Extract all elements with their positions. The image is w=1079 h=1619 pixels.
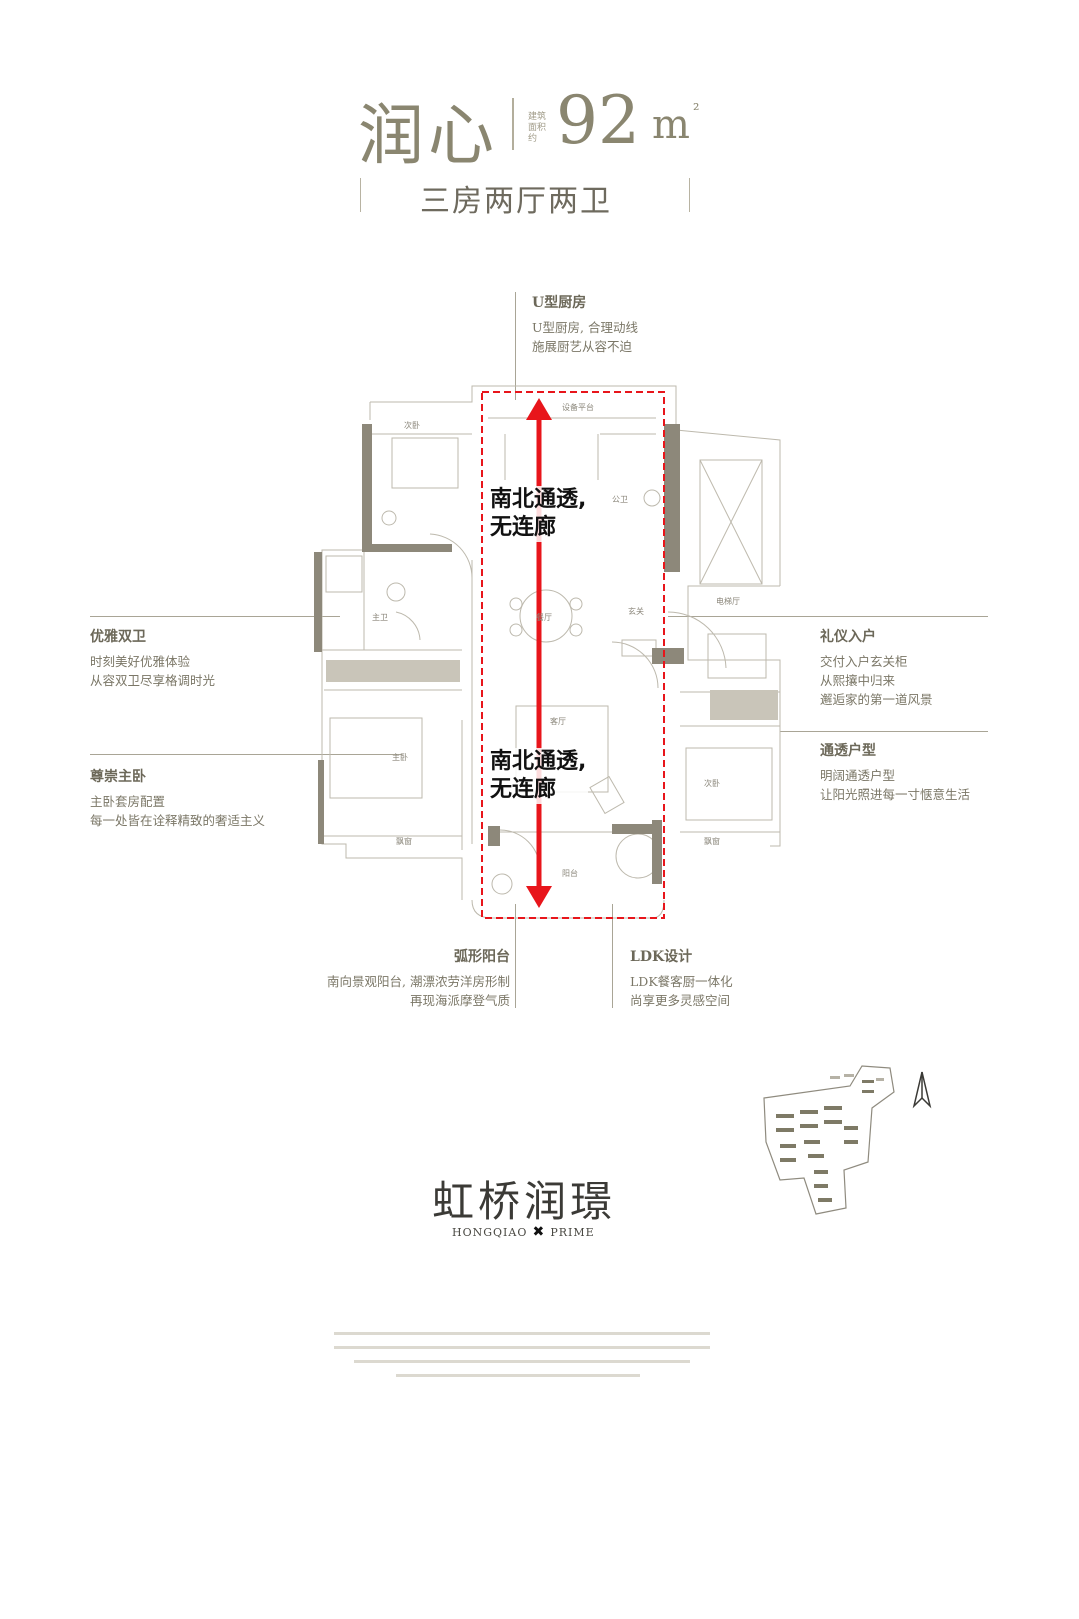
room-label-public-bath: 公卫	[612, 495, 628, 504]
header-separator	[512, 98, 514, 150]
disclaimer-line	[334, 1332, 710, 1335]
room-label-elevator-hall: 电梯厅	[716, 597, 740, 606]
annotation-line: 每一处皆在诠释精致的奢适主义	[90, 813, 266, 828]
unit-name: 润心	[358, 97, 498, 174]
leader-entry	[668, 616, 988, 617]
brand-mark-icon: ✖	[532, 1224, 546, 1240]
annotation-line: 交付入户玄关柜	[820, 654, 908, 669]
annotation-balcony: 弧形阳台 南向景观阳台, 潮漂浓劳洋房形制 再现海派摩登气质	[312, 946, 510, 1010]
room-label-living: 客厅	[550, 717, 566, 726]
disclaimer-line	[396, 1374, 640, 1377]
annotation-entry: 礼仪入户 交付入户玄关柜 从熙攘中归来 邂逅家的第一道风景	[820, 626, 933, 709]
site-plan-icon	[763, 1065, 895, 1215]
annotation-line: 施展厨艺从容不迫	[532, 339, 633, 354]
callout-line: 无连廊	[490, 515, 557, 540]
brand-en-left: HONGQIAO	[452, 1226, 528, 1239]
annotation-ldk: LDK设计 LDK餐客厨一体化 尚享更多灵感空间	[630, 946, 733, 1010]
room-label-equip-platform: 设备平台	[562, 403, 594, 412]
room-label-bay-left: 飘窗	[396, 837, 412, 846]
leader-bath	[90, 616, 340, 617]
annotation-line: 再现海派摩登气质	[409, 993, 510, 1008]
annotation-line: 尚享更多灵感空间	[630, 993, 731, 1008]
compass-north-icon	[912, 1071, 932, 1109]
annotation-line: 明阔通透户型	[820, 768, 896, 783]
room-label-bay-right: 飘窗	[704, 837, 720, 846]
brand-name-en: HONGQIAO ✖ PRIME	[452, 1224, 595, 1240]
brand-en-right: PRIME	[550, 1226, 595, 1239]
annotation-line: 时刻美好优雅体验	[90, 654, 191, 669]
brand-name-cn: 虹桥润璟	[432, 1177, 617, 1226]
leader-kitchen	[515, 292, 516, 400]
area-label: 建筑面积约	[528, 112, 547, 144]
callout-line: 南北通透,	[490, 487, 587, 512]
area-unit-superscript: ²	[693, 100, 700, 119]
leader-ldk	[612, 904, 613, 1008]
room-label-bedroom-top: 次卧	[404, 421, 420, 430]
annotation-title: 通透户型	[820, 743, 876, 759]
annotation-line: 从容双卫尽享格调时光	[90, 673, 216, 688]
annotation-through: 通透户型 明阔通透户型 让阳光照进每一寸惬意生活	[820, 740, 970, 804]
annotation-kitchen: U型厨房 U型厨房, 合理动线 施展厨艺从容不迫	[532, 292, 638, 356]
room-label-balcony: 阳台	[562, 869, 578, 878]
annotation-line: 主卧套房配置	[90, 794, 166, 809]
room-label-master-bedroom: 主卧	[392, 753, 408, 762]
area-unit: m	[652, 102, 690, 148]
leader-master	[90, 754, 402, 755]
room-label-bedroom-right: 次卧	[704, 779, 720, 788]
annotation-bath: 优雅双卫 时刻美好优雅体验 从容双卫尽享格调时光	[90, 626, 215, 690]
callout-line: 南北通透,	[490, 749, 587, 774]
layout-subtitle: 三房两厅两卫	[420, 184, 612, 219]
callout-line: 无连廊	[490, 777, 557, 802]
room-label-foyer: 玄关	[628, 607, 644, 616]
annotation-line: 邂逅家的第一道风景	[820, 692, 933, 707]
room-label-master-bath: 主卫	[372, 613, 388, 622]
room-label-dining: 餐厅	[536, 613, 552, 622]
area-value: 92	[556, 82, 640, 159]
disclaimer-line	[354, 1360, 690, 1363]
subtitle-bar-left	[360, 178, 361, 212]
leader-balcony	[515, 904, 516, 1008]
annotation-line: LDK餐客厨一体化	[630, 974, 733, 989]
leader-through	[780, 731, 988, 732]
annotation-master: 尊崇主卧 主卧套房配置 每一处皆在诠释精致的奢适主义	[90, 766, 265, 830]
annotation-title: 优雅双卫	[90, 629, 146, 645]
annotation-title: U型厨房	[532, 295, 587, 311]
annotation-line: U型厨房, 合理动线	[532, 320, 638, 335]
annotation-line: 让阳光照进每一寸惬意生活	[820, 787, 971, 802]
annotation-title: 尊崇主卧	[90, 769, 146, 785]
annotation-line: 从熙攘中归来	[820, 673, 896, 688]
annotation-title: 弧形阳台	[454, 949, 510, 965]
callout-through-bottom: 南北通透, 无连廊	[488, 748, 589, 804]
annotation-title: 礼仪入户	[820, 629, 876, 645]
disclaimer-line	[334, 1346, 710, 1349]
annotation-line: 南向景观阳台, 潮漂浓劳洋房形制	[327, 974, 510, 989]
callout-through-top: 南北通透, 无连廊	[488, 486, 589, 542]
subtitle-bar-right	[689, 178, 690, 212]
annotation-title: LDK设计	[630, 949, 693, 965]
